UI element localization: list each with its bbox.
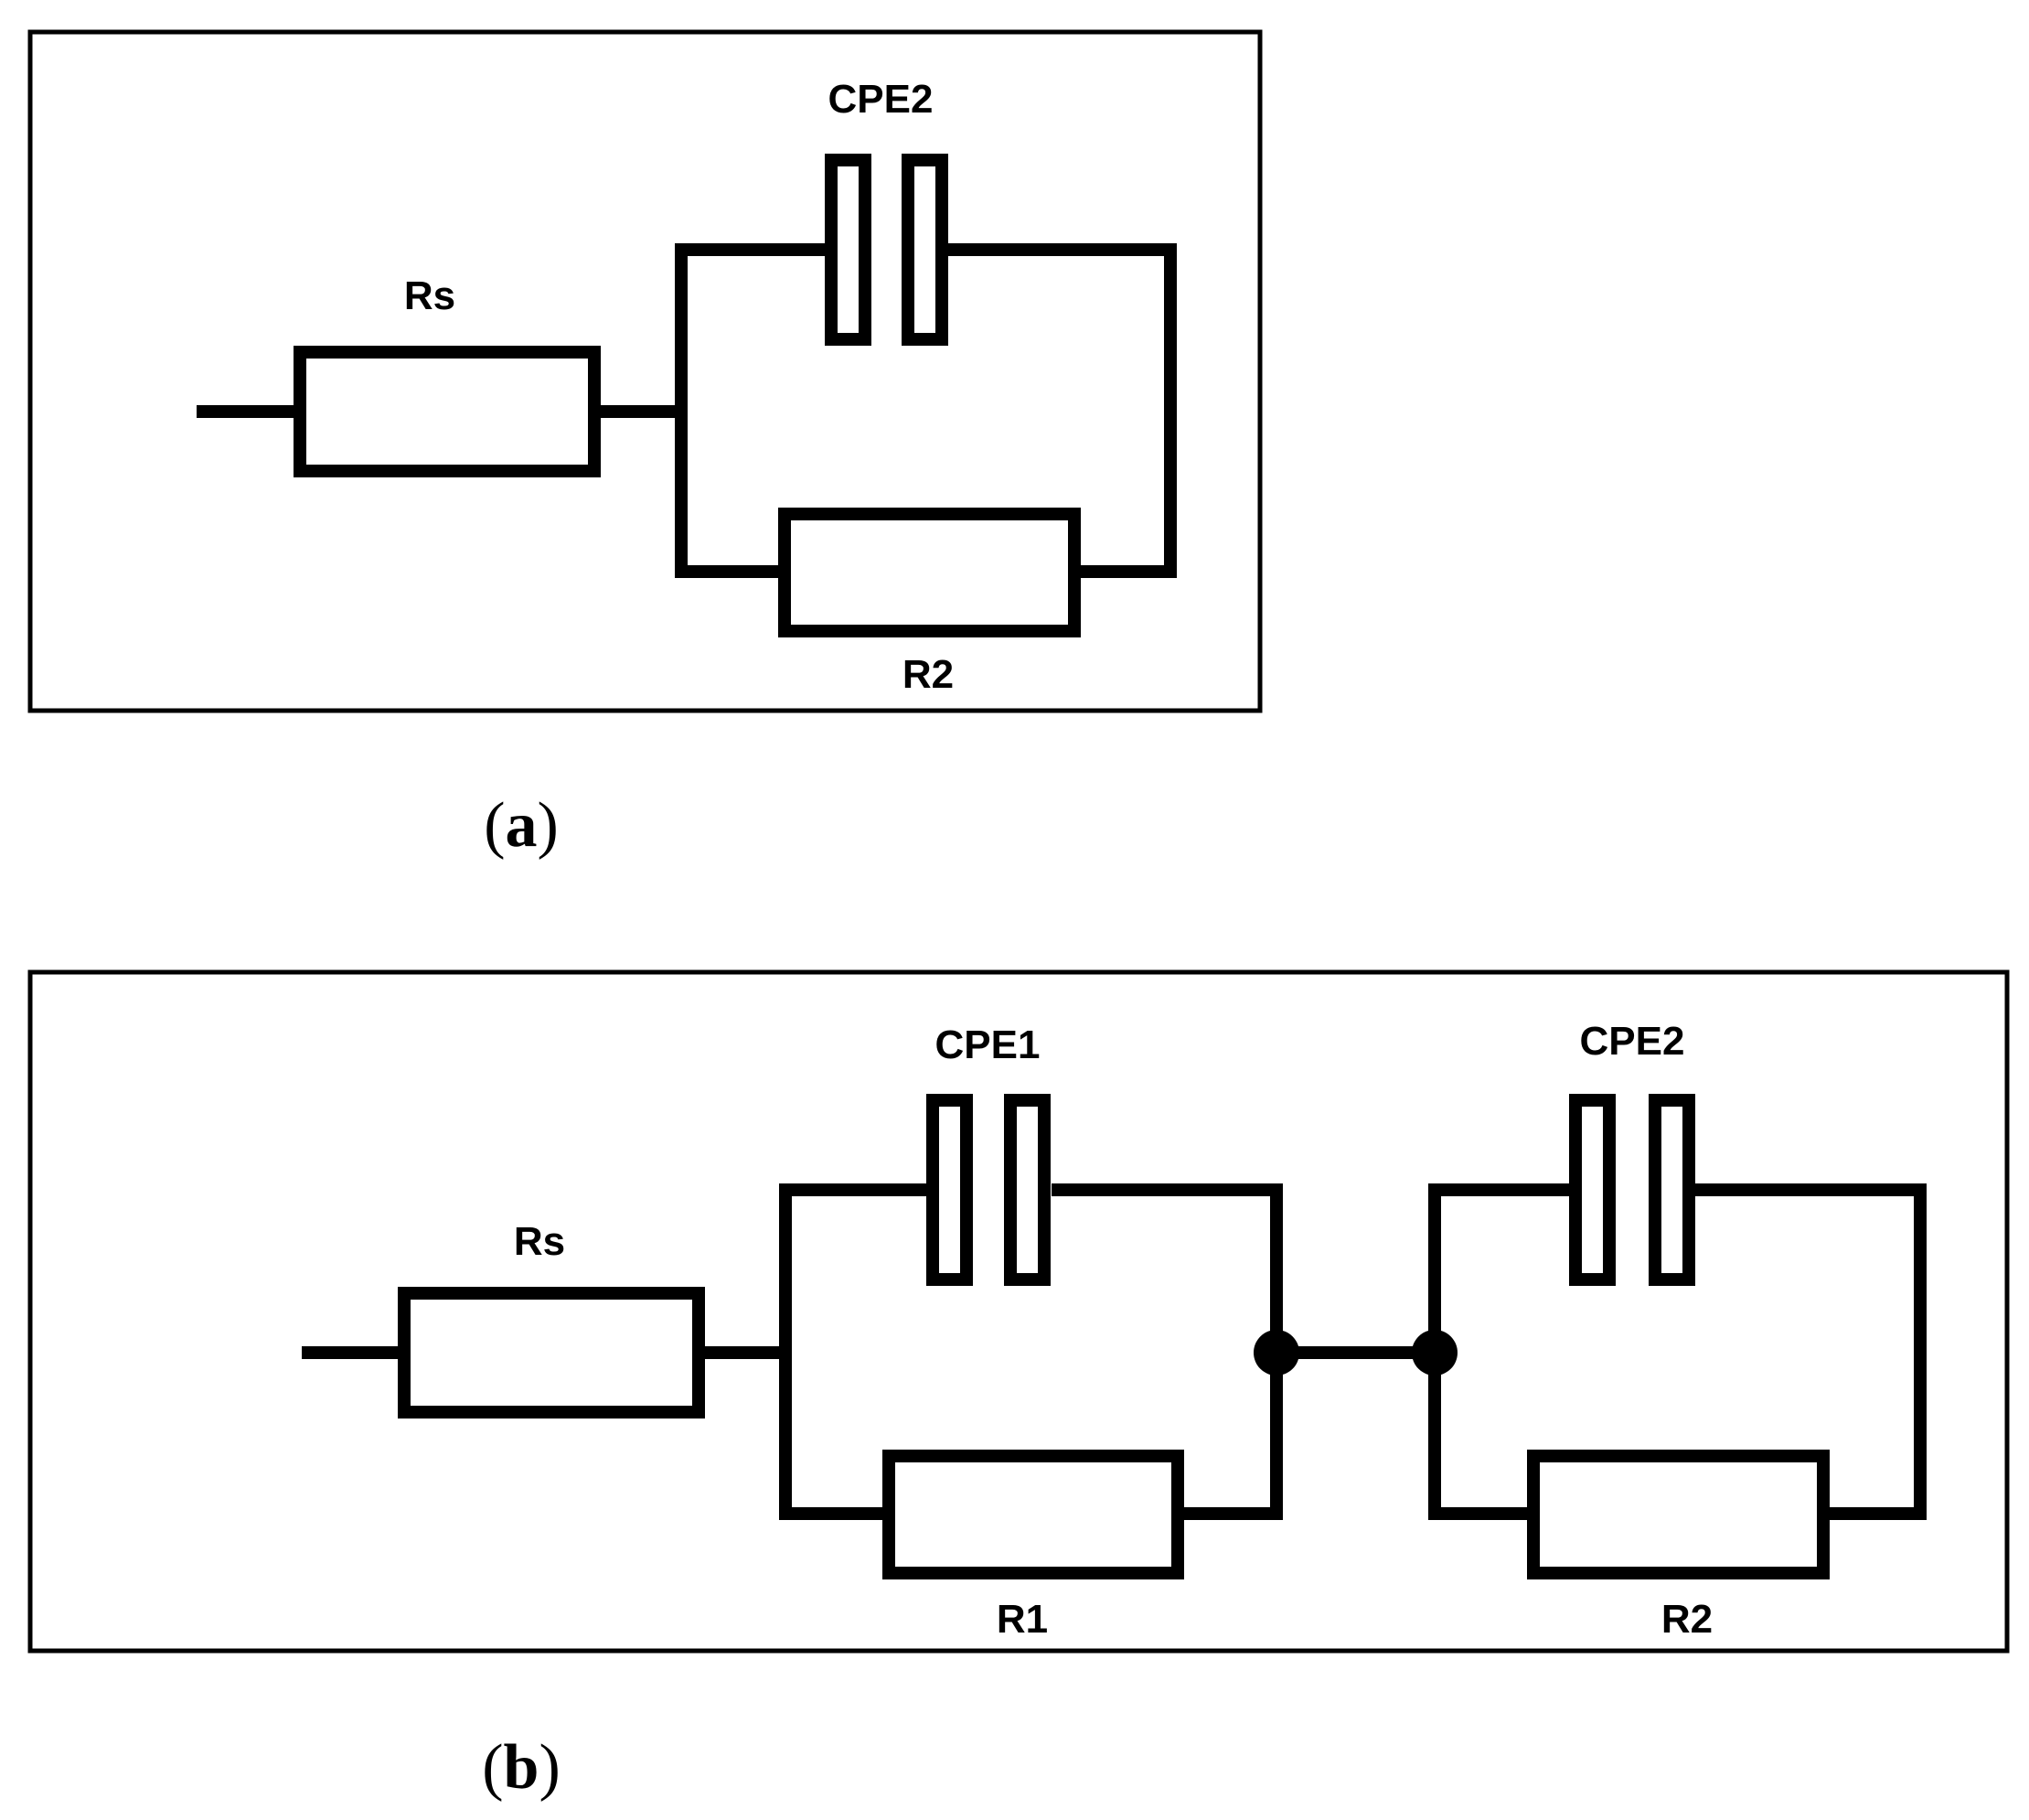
panel-a-left-branch-wire bbox=[675, 243, 831, 578]
panel-a: Rs CPE2 R2 (a) bbox=[27, 29, 1263, 861]
panel-a-label-cpe2: CPE2 bbox=[828, 77, 934, 122]
panel-b-group2-left-wire bbox=[1428, 1183, 1575, 1520]
panel-b-caption-letter: b bbox=[504, 1732, 539, 1803]
panel-b-label-r1: R1 bbox=[997, 1597, 1048, 1642]
panel-b-caption: (b) bbox=[482, 1732, 561, 1803]
panel-b-cpe1-plate-right bbox=[1004, 1094, 1051, 1286]
panel-b-cpe1-plate-left bbox=[926, 1094, 973, 1286]
panel-a-resistor-r2 bbox=[778, 508, 1081, 637]
panel-b-group1-left-wire bbox=[779, 1183, 933, 1520]
panel-a-caption-letter: a bbox=[506, 790, 538, 861]
panel-a-frame bbox=[27, 29, 1263, 713]
panel-a-caption: (a) bbox=[484, 790, 559, 861]
panel-a-right-branch-wire bbox=[946, 243, 1177, 578]
panel-a-cpe2-plate-right bbox=[902, 154, 948, 346]
panel-a-cpe2-plate-left bbox=[825, 154, 871, 346]
panel-b-caption-open: ( bbox=[482, 1732, 503, 1803]
panel-b-group2-right-wire bbox=[1692, 1183, 1927, 1520]
panel-b-cpe2-plate-right bbox=[1649, 1094, 1695, 1286]
panel-a-label-r2: R2 bbox=[902, 652, 954, 697]
panel-b-label-cpe1: CPE1 bbox=[935, 1022, 1041, 1067]
panel-b-frame bbox=[27, 969, 2010, 1654]
panel-b-resistor-r1 bbox=[882, 1450, 1184, 1579]
panel-b-label-cpe2: CPE2 bbox=[1580, 1019, 1685, 1064]
panel-b-caption-close: ) bbox=[539, 1732, 560, 1803]
panel-b: Rs CPE1 R1 CPE2 R2 (b) bbox=[27, 969, 2010, 1803]
panel-b-resistor-r2 bbox=[1527, 1450, 1830, 1579]
panel-a-caption-open: ( bbox=[484, 790, 505, 861]
panel-a-resistor-rs bbox=[294, 346, 601, 477]
panel-b-label-r2: R2 bbox=[1661, 1597, 1713, 1642]
panel-b-junction-node-left bbox=[1254, 1330, 1299, 1376]
panel-b-resistor-rs bbox=[398, 1287, 705, 1419]
panel-b-cpe2-plate-left bbox=[1569, 1094, 1616, 1286]
panel-a-caption-close: ) bbox=[538, 790, 559, 861]
panel-a-label-rs: Rs bbox=[404, 273, 455, 318]
panel-b-label-rs: Rs bbox=[514, 1219, 565, 1264]
